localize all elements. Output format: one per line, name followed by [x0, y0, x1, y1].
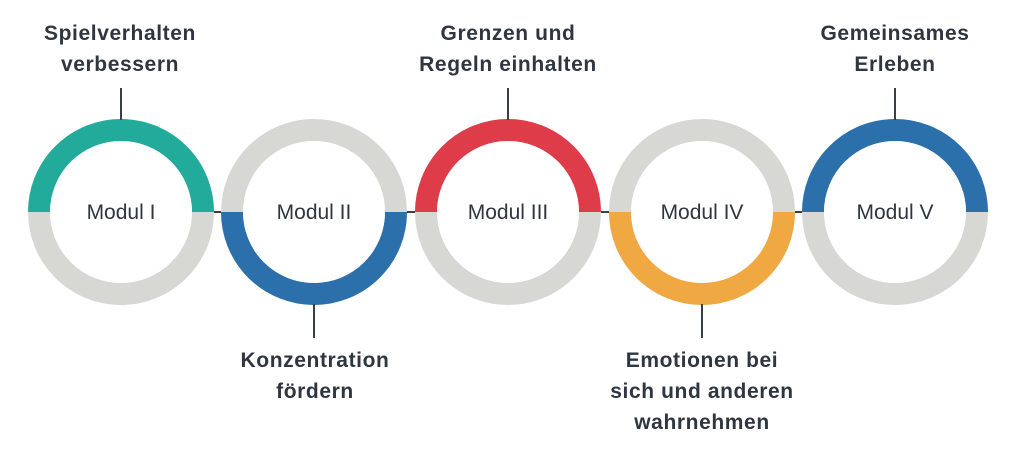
ring-inner	[631, 141, 773, 283]
ring-highlight-arc	[802, 119, 988, 213]
caption-modul-3: Grenzen und Regeln einhalten	[419, 22, 597, 76]
module-ring-3: Modul III	[415, 88, 601, 305]
ring-highlight-arc	[221, 211, 407, 305]
module-label: Modul I	[87, 201, 156, 224]
module-ring-4: Modul IV	[609, 119, 795, 338]
caption-modul-5: Gemeinsames Erleben	[820, 22, 970, 76]
module-ring-1: Modul I	[28, 88, 214, 305]
ring-inner	[243, 141, 385, 283]
module-label: Modul II	[277, 201, 352, 224]
ring-highlight-arc	[415, 119, 601, 213]
ring-inner	[50, 141, 192, 283]
module-label: Modul IV	[661, 201, 744, 224]
ring-highlight-arc	[28, 119, 214, 213]
caption-modul-1: Spielverhalten verbessern	[44, 22, 196, 76]
ring-inner	[437, 141, 579, 283]
module-ring-5: Modul V	[802, 88, 988, 305]
caption-modul-4: Emotionen bei sich und anderen wahrnehme…	[610, 349, 794, 434]
caption-modul-2: Konzentration fördern	[240, 349, 390, 403]
module-label: Modul III	[468, 201, 549, 224]
module-ring-2: Modul II	[221, 119, 407, 338]
module-rings: Modul I Modul II Modul III Modul IV Modul V	[28, 88, 988, 338]
ring-highlight-arc	[609, 211, 795, 305]
ring-inner	[824, 141, 966, 283]
module-label: Modul V	[856, 201, 933, 224]
